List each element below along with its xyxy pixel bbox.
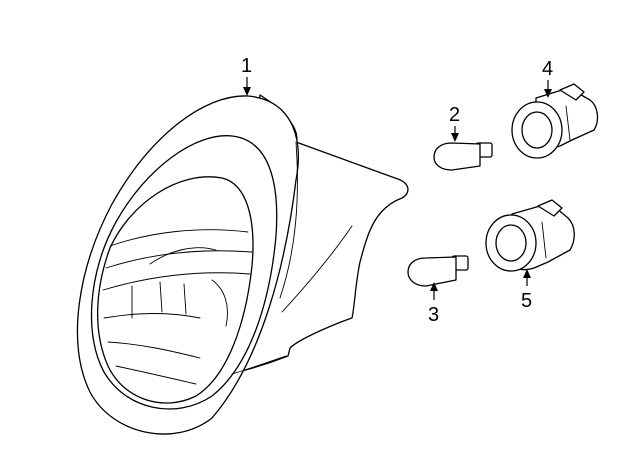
- callout-5[interactable]: 5: [521, 269, 532, 312]
- bulb-upper-glass: [433, 142, 481, 171]
- housing-crease-2: [281, 225, 353, 313]
- callout-5-label: 5: [521, 290, 532, 312]
- bulb-lower[interactable]: [407, 255, 469, 287]
- socket-upper-face-inner: [521, 111, 553, 149]
- socket-lower-face-inner: [495, 224, 527, 262]
- socket-lower-tab: [537, 199, 563, 217]
- socket-lower-detail: [541, 221, 547, 259]
- bulb-upper[interactable]: [433, 142, 493, 171]
- callout-1-label: 1: [241, 55, 252, 77]
- bulb-lower-glass: [407, 256, 457, 287]
- callout-2[interactable]: 2: [449, 104, 460, 142]
- callout-2-label: 2: [449, 104, 460, 126]
- callout-1-arrow: [243, 87, 251, 96]
- callout-3[interactable]: 3: [428, 282, 439, 326]
- housing-crease-1: [279, 141, 298, 299]
- socket-upper-detail: [565, 105, 571, 141]
- lens-line-1: [109, 229, 249, 247]
- headlamp-lens: [97, 176, 254, 404]
- socket-upper-tab: [559, 83, 585, 101]
- callout-4-label: 4: [542, 58, 553, 80]
- lens-line-3: [102, 272, 251, 291]
- callout-3-label: 3: [428, 304, 439, 326]
- headlamp-assembly[interactable]: [76, 94, 409, 435]
- callout-1[interactable]: 1: [241, 55, 252, 96]
- lens-line-6: [115, 365, 197, 385]
- lens-line-4: [103, 313, 201, 319]
- callout-3-arrow: [430, 282, 438, 291]
- socket-lower[interactable]: [485, 199, 575, 272]
- lens-line-5: [107, 341, 201, 359]
- callout-2-arrow: [451, 133, 459, 142]
- lens-line-11: [211, 279, 228, 327]
- callout-4[interactable]: 4: [542, 58, 553, 98]
- lens-line-9: [159, 281, 163, 313]
- lens-line-7: [149, 247, 217, 265]
- housing-crease-3: [231, 355, 287, 375]
- callout-5-arrow: [523, 269, 531, 278]
- callout-4-arrow: [544, 89, 552, 98]
- socket-upper[interactable]: [511, 83, 599, 159]
- lens-line-2: [105, 250, 253, 269]
- lens-line-10: [183, 283, 187, 315]
